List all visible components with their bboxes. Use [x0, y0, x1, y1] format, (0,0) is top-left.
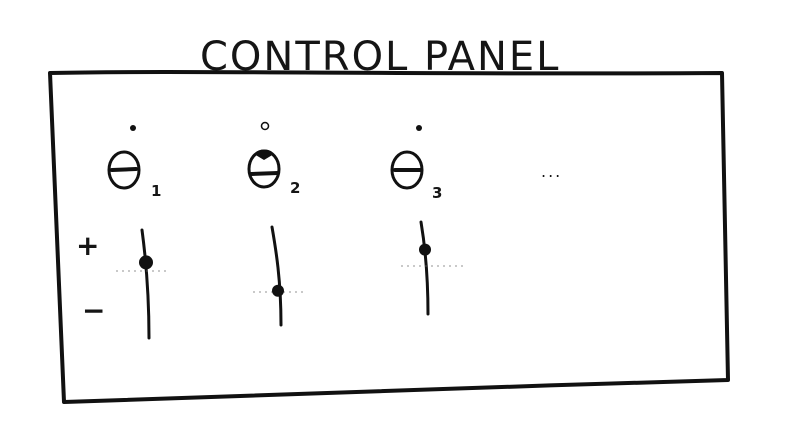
- slider-1-track: [140, 228, 151, 340]
- slider-2[interactable]: [253, 225, 303, 327]
- slider-1-handle[interactable]: [139, 255, 153, 270]
- knob-1-status-indicator: [130, 125, 136, 131]
- slider-3-handle[interactable]: [419, 243, 431, 256]
- knob-3-status-indicator: [416, 125, 422, 131]
- slider-2-track: [270, 225, 283, 327]
- knob-3[interactable]: [390, 125, 424, 190]
- knob-2-label: 2: [290, 179, 300, 197]
- knob-1-label: 1: [151, 182, 161, 200]
- knob-1-pointer: [110, 167, 138, 172]
- panel-border: [48, 70, 730, 404]
- knob-2-active-mark: [254, 149, 274, 160]
- slider-3-track: [419, 220, 430, 316]
- slider-2-handle[interactable]: [272, 284, 284, 297]
- knob-1[interactable]: [107, 125, 141, 190]
- slider-3[interactable]: [401, 220, 466, 316]
- knob-1-icon: [107, 150, 141, 190]
- knob-2-pointer: [249, 171, 280, 176]
- knob-2-status-indicator: [260, 121, 270, 131]
- minus-label: −: [82, 294, 105, 327]
- plus-label: +: [76, 229, 99, 262]
- knob-2[interactable]: [247, 121, 281, 189]
- more-knobs-indicator: ...: [541, 162, 562, 181]
- knob-3-label: 3: [432, 184, 442, 202]
- slider-1[interactable]: [116, 228, 170, 340]
